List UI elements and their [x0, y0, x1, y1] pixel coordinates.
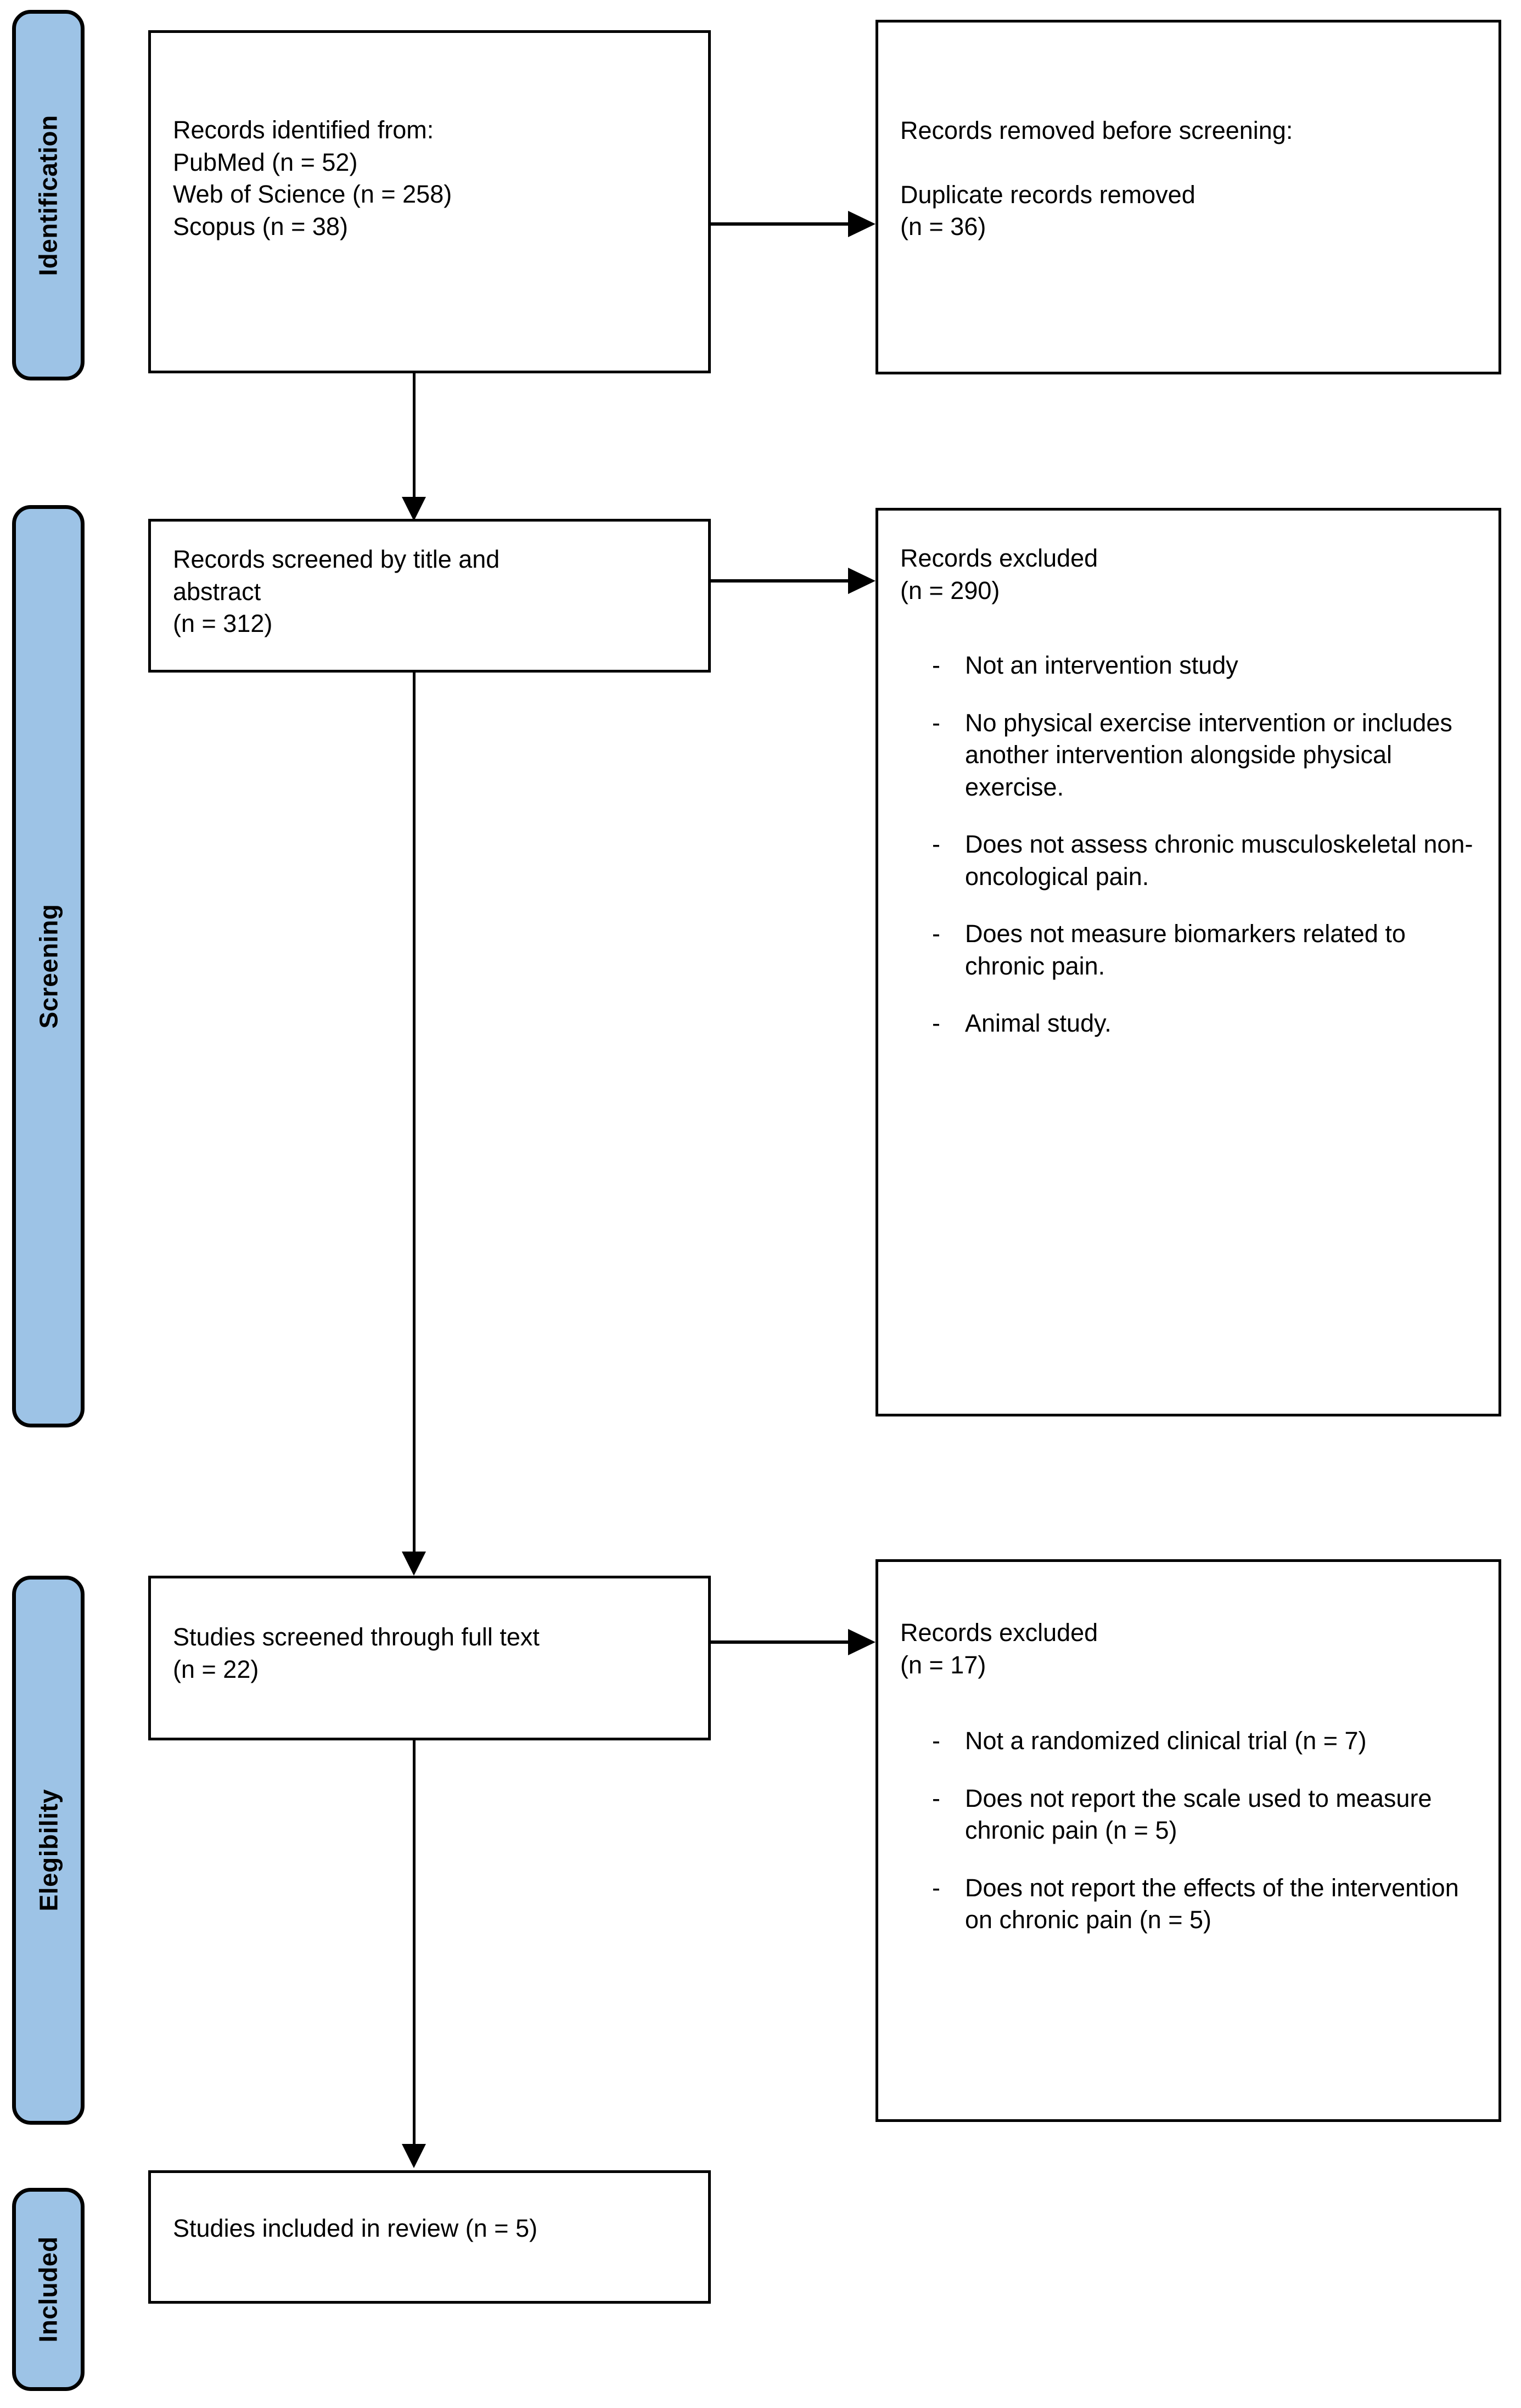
stage-label-identification: Identification: [34, 114, 63, 276]
arrowhead-screened-to-excluded: [848, 568, 875, 594]
bullet-marker: -: [932, 1784, 940, 1812]
stage-pill-identification: Identification: [12, 10, 85, 380]
bullet-marker: -: [932, 1873, 940, 1902]
box-studies-included: Studies included in review (n = 5): [148, 2170, 711, 2304]
bullet-marker: -: [932, 920, 940, 948]
connector-fulltext-to-excluded: [711, 1640, 848, 1644]
list-item: - Does not report the scale used to meas…: [900, 1783, 1477, 1847]
bullet-text: No physical exercise intervention or inc…: [965, 708, 1452, 801]
records-removed-line-1: Records removed before screening:: [900, 116, 1293, 144]
records-removed-line-2: Duplicate records removed: [900, 180, 1196, 209]
stage-label-included: Included: [34, 2236, 63, 2343]
list-item: - Not a randomized clinical trial (n = 7…: [900, 1725, 1477, 1757]
bullet-marker: -: [932, 1727, 940, 1755]
studies-full-text-line-1: Studies screened through full text: [173, 1623, 540, 1651]
bullet-text: Does not report the effects of the inter…: [965, 1873, 1459, 1934]
bullet-marker: -: [932, 708, 940, 737]
studies-included-line-1: Studies included in review (n = 5): [173, 2214, 538, 2242]
bullet-text: Not a randomized clinical trial (n = 7): [965, 1727, 1367, 1755]
connector-fulltext-to-included: [413, 1740, 416, 2155]
arrowhead-identified-to-screened: [402, 497, 426, 521]
box-studies-full-text: Studies screened through full text (n = …: [148, 1576, 711, 1740]
arrowhead-fulltext-to-excluded: [848, 1629, 875, 1655]
bullet-marker: -: [932, 651, 940, 679]
list-item: - Animal study.: [900, 1007, 1477, 1040]
records-excluded-screening-line-2: (n = 290): [900, 576, 1000, 604]
list-item: - Does not assess chronic musculoskeleta…: [900, 828, 1477, 893]
records-removed-line-3: (n = 36): [900, 212, 986, 240]
bullet-text: Does not report the scale used to measur…: [965, 1784, 1432, 1845]
records-identified-line-3: Web of Science (n = 258): [173, 180, 452, 208]
box-records-excluded-screening: Records excluded (n = 290) - Not an inte…: [875, 508, 1501, 1416]
records-screened-line-3: (n = 312): [173, 609, 273, 637]
records-identified-line-4: Scopus (n = 38): [173, 212, 348, 240]
arrowhead-identified-to-removed: [848, 211, 875, 237]
records-excluded-screening-reason-list: - Not an intervention study - No physica…: [900, 649, 1477, 1040]
records-excluded-eligibility-reason-list: - Not a randomized clinical trial (n = 7…: [900, 1725, 1477, 1936]
records-screened-line-2: abstract: [173, 577, 261, 606]
stage-label-screening: Screening: [34, 904, 63, 1029]
stage-pill-included: Included: [12, 2188, 85, 2391]
box-records-identified: Records identified from: PubMed (n = 52)…: [148, 30, 711, 373]
stage-pill-screening: Screening: [12, 505, 85, 1427]
bullet-text: Does not assess chronic musculoskeletal …: [965, 830, 1473, 891]
records-excluded-eligibility-line-1: Records excluded: [900, 1619, 1098, 1647]
bullet-text: Not an intervention study: [965, 651, 1238, 679]
connector-identified-to-removed: [711, 222, 848, 226]
bullet-text: Animal study.: [965, 1009, 1112, 1037]
studies-full-text-line-2: (n = 22): [173, 1655, 259, 1683]
bullet-marker: -: [932, 830, 940, 858]
records-excluded-screening-line-1: Records excluded: [900, 544, 1098, 572]
box-records-excluded-eligibility: Records excluded (n = 17) - Not a random…: [875, 1559, 1501, 2122]
list-item: - No physical exercise intervention or i…: [900, 707, 1477, 804]
stage-label-eligibility: Elegibility: [34, 1789, 63, 1912]
records-screened-line-1: Records screened by title and: [173, 545, 500, 573]
list-item: - Not an intervention study: [900, 649, 1477, 682]
connector-identified-to-screened: [413, 373, 416, 501]
bullet-marker: -: [932, 1009, 940, 1037]
records-removed-spacer: [900, 147, 1485, 179]
stage-pill-eligibility: Elegibility: [12, 1576, 85, 2125]
box-records-removed: Records removed before screening: Duplic…: [875, 20, 1501, 374]
arrowhead-screened-to-fulltext: [402, 1552, 426, 1576]
records-identified-line-2: PubMed (n = 52): [173, 148, 358, 176]
box-records-screened: Records screened by title and abstract (…: [148, 519, 711, 673]
records-excluded-eligibility-line-2: (n = 17): [900, 1650, 986, 1679]
list-item: - Does not measure biomarkers related to…: [900, 918, 1477, 982]
records-identified-line-1: Records identified from:: [173, 116, 434, 144]
connector-screened-to-fulltext: [413, 673, 416, 1555]
list-item: - Does not report the effects of the int…: [900, 1872, 1477, 1936]
arrowhead-fulltext-to-included: [402, 2144, 426, 2168]
connector-screened-to-excluded: [711, 579, 848, 583]
bullet-text: Does not measure biomarkers related to c…: [965, 920, 1406, 980]
